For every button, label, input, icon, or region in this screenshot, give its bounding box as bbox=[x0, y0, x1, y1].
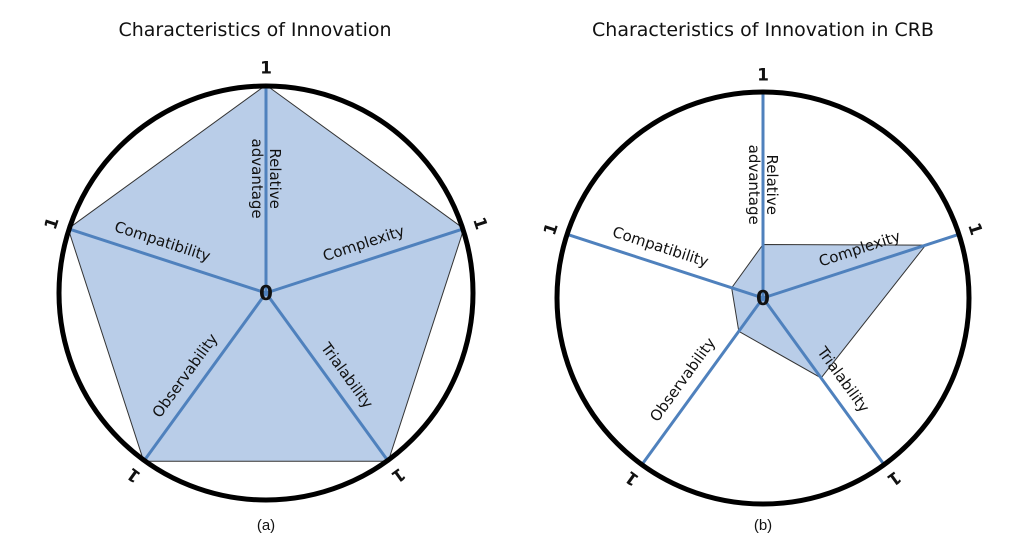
axis-label-line: Observability bbox=[646, 334, 719, 425]
axis-line bbox=[265, 227, 465, 295]
axis-max-label: 1 bbox=[41, 215, 64, 232]
axis-line bbox=[566, 232, 764, 300]
axis-max-label: 1 bbox=[540, 221, 563, 238]
data-polygon bbox=[731, 243, 927, 379]
chart-title: Characteristics of Innovation bbox=[118, 19, 391, 41]
axis-max-label: 1 bbox=[963, 221, 986, 238]
axis-max-label: 1 bbox=[883, 466, 904, 489]
axis-line bbox=[761, 297, 886, 466]
axis-max-label: 1 bbox=[622, 466, 643, 489]
axis-label: Relativeadvantage bbox=[248, 139, 284, 219]
outer-circle bbox=[554, 89, 972, 507]
chart-caption: (b) bbox=[754, 517, 772, 534]
axis-label: Relativeadvantage bbox=[745, 145, 781, 225]
axis-max-label: 1 bbox=[387, 463, 408, 486]
axis-max-label: 1 bbox=[757, 66, 769, 86]
center-label: 0 bbox=[756, 286, 770, 310]
axis-max-label: 1 bbox=[260, 58, 272, 78]
radar-chart-b: Characteristics of Innovation in CRB (b)… bbox=[540, 19, 986, 534]
axis-max-label: 1 bbox=[468, 215, 491, 232]
center-label: 0 bbox=[259, 281, 273, 305]
axis-label-line: Relative bbox=[763, 154, 781, 215]
axis-max-label: 1 bbox=[123, 463, 144, 486]
axis-line bbox=[762, 232, 960, 300]
outer-circle bbox=[56, 83, 476, 503]
axis-line bbox=[67, 227, 267, 295]
axis-line bbox=[264, 292, 390, 463]
axis-label-line: advantage bbox=[745, 145, 763, 225]
chart-title: Characteristics of Innovation in CRB bbox=[592, 19, 934, 41]
axis-line bbox=[142, 292, 268, 463]
axis-label-line: advantage bbox=[248, 139, 266, 219]
axis-label: Observability bbox=[646, 334, 719, 425]
chart-caption: (a) bbox=[257, 517, 275, 534]
axis-line bbox=[640, 297, 765, 466]
axis-label-line: Relative bbox=[266, 148, 284, 209]
radar-chart-a: Characteristics of Innovation (a) Relati… bbox=[41, 19, 491, 534]
